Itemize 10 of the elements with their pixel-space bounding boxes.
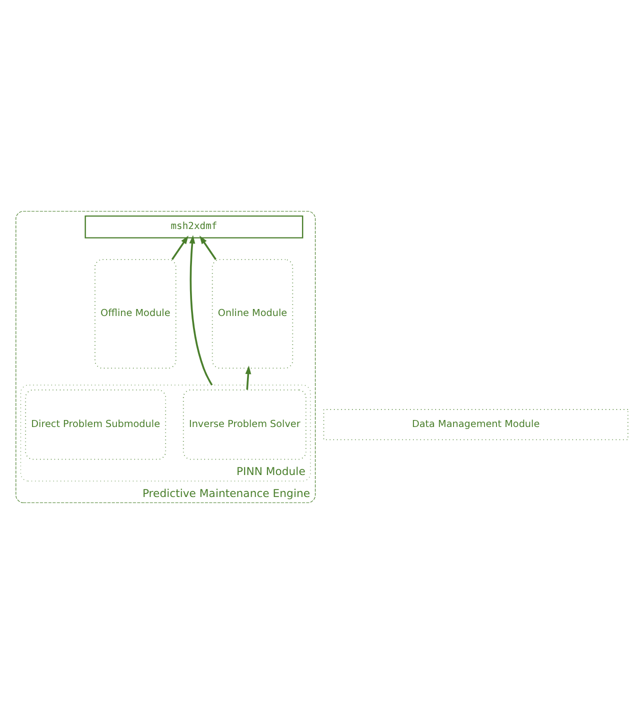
node-box: msh2xdmf	[84, 214, 304, 238]
arrow	[245, 365, 252, 390]
node-box: Data Management Module	[323, 408, 628, 440]
node-box: Online Module	[212, 258, 294, 368]
arrow	[189, 234, 213, 386]
arrow	[171, 235, 188, 260]
arrow	[199, 235, 216, 260]
node-box: Inverse Problem Solver	[182, 388, 306, 460]
node-box: Direct Problem Submodule	[25, 388, 166, 460]
node-box: Offline Module	[94, 258, 176, 368]
